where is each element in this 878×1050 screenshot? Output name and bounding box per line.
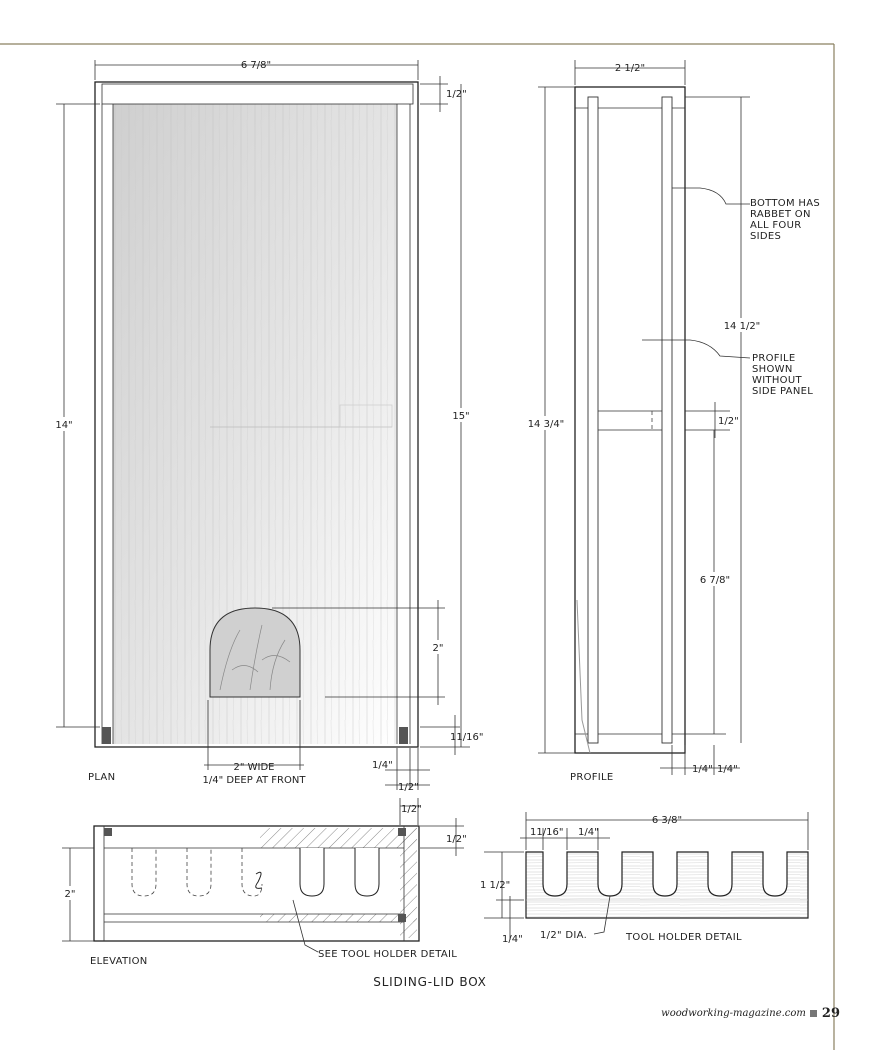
bottom-rabbet-note-2: RABBET ON [750, 209, 811, 220]
bottom-quarter-dim: 1/4" [372, 760, 393, 771]
dia-note: 1/2" DIA. [540, 930, 587, 941]
cutout-width-note: 2" WIDE [234, 762, 275, 773]
profile-divider-dim: 1/2" [718, 416, 739, 427]
profile-view [574, 86, 686, 754]
profile-note-2: SHOWN [752, 364, 793, 375]
bottom-gap-dim: 11/16" [450, 732, 483, 743]
profile-overall-dim: 14 3/4" [528, 419, 565, 430]
bottom-half-dim: 1/2" [398, 782, 419, 793]
tool-width-dim: 6 3/8" [652, 815, 682, 826]
profile-note-4: SIDE PANEL [752, 386, 813, 397]
site-url: woodworking-magazine.com [661, 1008, 806, 1019]
profile-note-1: PROFILE [752, 353, 796, 364]
tool-slot-offset-dim: 11/16" [530, 827, 563, 838]
page-number: 29 [821, 1006, 840, 1021]
elev-side-dim: 1/2" [446, 834, 467, 845]
profile-quarter-a-dim: 1/4" [692, 764, 713, 775]
bottom-rabbet-note-3: ALL FOUR [750, 220, 801, 231]
tool-holder-dims: 6 3/8" 11/16" 1/4" 1 1/2" 1/4" [480, 812, 809, 945]
plan-overall-dim: 15" [452, 411, 469, 422]
elev-top-dim: 1/2" [401, 804, 422, 815]
profile-lower-dim: 6 7/8" [700, 575, 730, 586]
bottom-rabbet-note-4: SIDES [750, 231, 781, 242]
page-footer: woodworking-magazine.com 29 [640, 1006, 840, 1021]
profile-width-dim: 2 1/2" [615, 63, 645, 74]
elevation-view [93, 825, 420, 953]
tool-slot-width-dim: 1/4" [578, 827, 599, 838]
see-detail-note: SEE TOOL HOLDER DETAIL [318, 949, 457, 960]
elevation-label: ELEVATION [90, 956, 148, 967]
cutout-height-dim: 2" [433, 643, 444, 654]
bottom-rabbet-note-1: BOTTOM HAS [750, 198, 820, 209]
profile-quarter-b-dim: 1/4" [717, 764, 738, 775]
profile-inner-dim: 14 1/2" [724, 321, 761, 332]
profile-label: PROFILE [570, 772, 614, 783]
cutout-depth-note: 1/4" DEEP AT FRONT [203, 775, 307, 786]
plan-width-dim: 6 7/8" [241, 60, 271, 71]
plan-label: PLAN [88, 772, 115, 783]
profile-note-3: WITHOUT [752, 375, 802, 386]
tool-bottom-dim: 1/4" [502, 934, 523, 945]
profile-dims: 2 1/2" 14 3/4" 14 1/2" 1/2" 6 7/8" 1/4" … [528, 60, 761, 775]
plan-top-thickness-dim: 1/2" [446, 89, 467, 100]
plan-view [94, 81, 419, 748]
elevation-dims: 1/2" 1/2" 2" [58, 798, 467, 942]
square-icon [809, 1010, 817, 1017]
plan-height-dim: 14" [55, 420, 72, 431]
elev-height-dim: 2" [65, 889, 76, 900]
tool-height-dim: 1 1/2" [480, 880, 510, 891]
main-title: SLIDING-LID BOX [373, 975, 486, 989]
tool-holder-view [525, 851, 809, 919]
tool-holder-label: TOOL HOLDER DETAIL [625, 932, 742, 943]
plan-dims: 6 7/8" 1/2" 14" 15" 2" 11/16" 2" WIDE 1/… [52, 60, 483, 793]
